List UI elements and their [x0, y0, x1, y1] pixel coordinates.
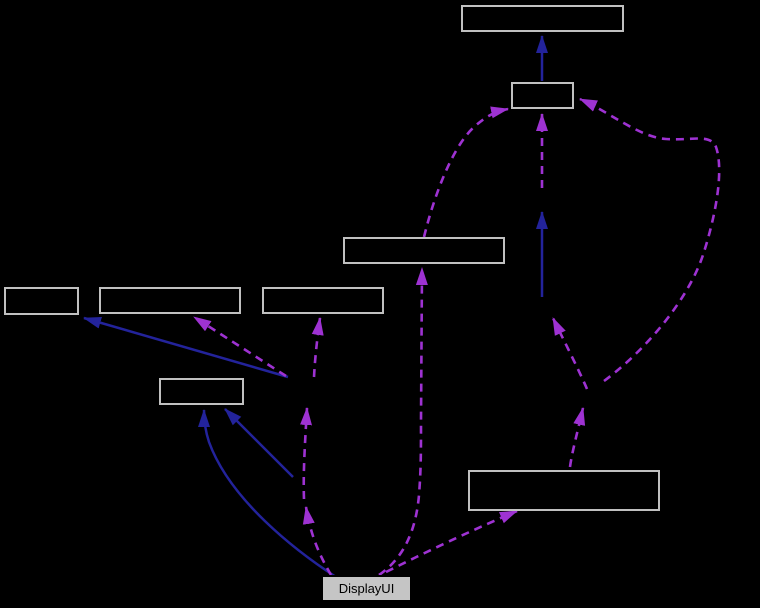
usage-edge-middle-to-upper: [422, 106, 509, 238]
usage-edge-node-up-left: [551, 317, 589, 390]
inheritance-edge-displayui-to-small-curve: [198, 409, 337, 579]
class-node-right[interactable]: [468, 470, 660, 511]
usage-edge-displayui-to-rightbox: [385, 509, 518, 574]
class-node-left-a[interactable]: [4, 287, 79, 315]
inheritance-edge-to-small-straight: [224, 408, 294, 478]
inheritance-edge-to-left-a: [83, 316, 289, 379]
class-node-middle[interactable]: [343, 237, 505, 264]
usage-edge-displayui-up-left: [302, 506, 333, 576]
usage-edge-to-left-b: [193, 315, 287, 378]
class-node-upper[interactable]: [511, 82, 574, 109]
usage-edge-rightbox-up: [568, 407, 586, 468]
class-node-left-c[interactable]: [262, 287, 384, 314]
usage-edge-lower-mid-column: [300, 407, 313, 500]
class-node-left-b[interactable]: [99, 287, 241, 314]
usage-edge-big-right-curve: [579, 97, 721, 383]
usage-edge-displayui-to-middle: [378, 267, 428, 577]
class-node-displayui[interactable]: DisplayUI: [321, 575, 412, 602]
class-node-small[interactable]: [159, 378, 244, 405]
usage-edge-to-left-c: [311, 317, 324, 378]
class-node-top[interactable]: [461, 5, 624, 32]
